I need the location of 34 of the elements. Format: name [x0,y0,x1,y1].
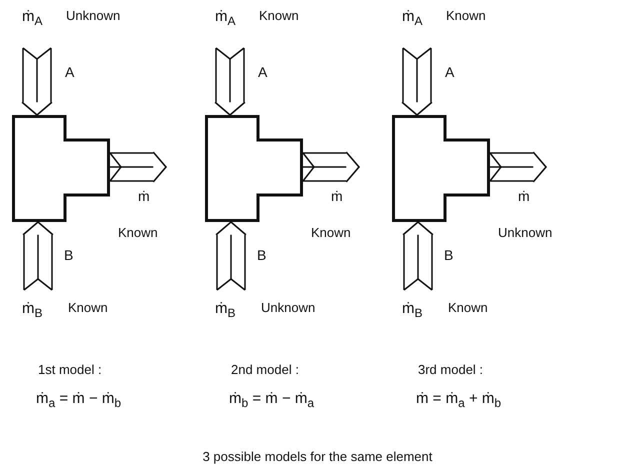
edge-label: ṁ [331,188,343,205]
edge-label: ṁ [138,188,150,205]
edge-label: B [64,247,74,264]
flow-symbol: ṁ$_{B}$ [215,300,236,318]
element-outline [205,115,303,222]
status-text: Known [446,8,486,24]
edge-label: A [65,64,74,81]
edge-label: ṁ [518,188,530,205]
equation: ṁ$_{b}$ = ṁ − ṁ$_{a}$ [229,390,314,408]
equation: ṁ = ṁ$_{a}$ + ṁ$_{b}$ [416,390,502,408]
caption: 3 possible models for the same element [202,449,434,464]
status-text: Unknown [66,8,120,24]
element-outline [12,115,110,222]
flow-symbol: ṁ$_{B}$ [402,300,423,318]
status-text: Known [448,300,488,316]
status-text: Unknown [498,225,552,241]
element-outline [392,115,490,222]
status-text: Known [259,8,299,24]
status-text: Known [311,225,351,241]
status-text: Unknown [261,300,316,316]
flow-symbol: ṁ$_{A}$ [215,8,236,26]
edge-label: A [445,64,454,81]
status-text: Known [118,225,158,241]
flow-symbol: ṁ$_{A}$ [22,8,43,26]
flow-symbol: ṁ$_{A}$ [402,8,423,26]
flow-symbol: ṁ$_{B}$ [22,300,43,318]
model-title: 2nd model : [231,362,299,378]
model-title: 3rd model : [418,362,484,378]
model-title: 1st model : [38,362,102,378]
edge-label: B [257,247,266,264]
status-text: Known [68,300,108,316]
edge-label: A [258,64,268,81]
edge-label: B [444,247,454,264]
equation: ṁ$_{a}$ = ṁ − ṁ$_{b}$ [36,390,122,408]
